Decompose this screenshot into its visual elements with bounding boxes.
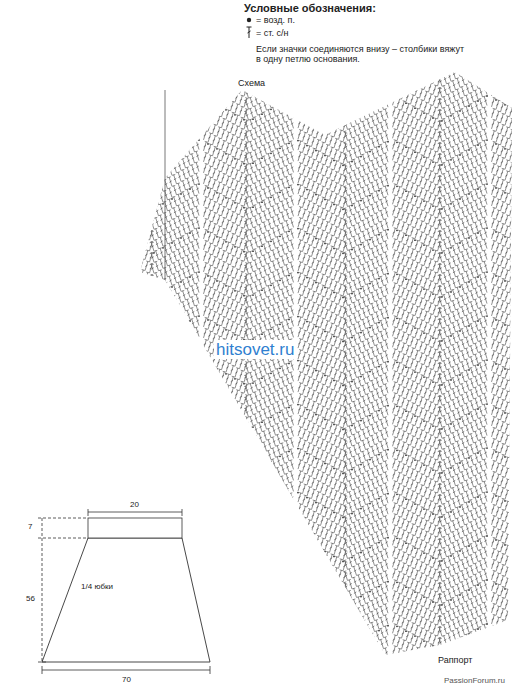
- dimension-tick: [182, 509, 183, 516]
- legend-text: = возд. п.: [256, 15, 295, 25]
- note: Если значки соединяются внизу – столбики…: [256, 44, 464, 64]
- dimension-tick: [210, 666, 211, 674]
- watermark: hitsovet.ru: [214, 340, 296, 360]
- legend-entry: = ст. с/н: [256, 28, 288, 38]
- waistband-outline: [88, 518, 182, 538]
- dimension-label: 7: [28, 522, 32, 531]
- legend-heading: Условные обозначения:: [244, 2, 376, 14]
- panel-shape: [42, 538, 210, 662]
- chain-symbol: [247, 18, 251, 22]
- dimension-tick: [42, 666, 43, 674]
- dimension-label: 56: [24, 594, 37, 603]
- dimension-line: [42, 518, 43, 662]
- repeat-label: Раппорт: [436, 655, 474, 665]
- dimension-label: 70: [120, 675, 133, 684]
- dimension-label: 7: [28, 522, 32, 531]
- panel-outline: [42, 538, 212, 664]
- panel-label: 1/4 юбки: [80, 582, 114, 591]
- dimension-label: 70: [120, 675, 133, 684]
- skirt-schematic: [38, 509, 210, 674]
- watermark: PassionForum.ru: [444, 676, 505, 685]
- repeat-label: Раппорт: [436, 655, 474, 665]
- dimension-label: 20: [128, 500, 141, 509]
- legend-text: = ст. с/н: [256, 28, 288, 38]
- dimension-label: 56: [24, 594, 37, 603]
- legend-entry: = возд. п.: [256, 15, 295, 25]
- chart-border: [165, 90, 166, 280]
- dimension-tick: [88, 509, 89, 516]
- dimension-tick: [38, 518, 88, 519]
- dimension-line: [42, 670, 210, 671]
- dimension-line: [88, 512, 182, 513]
- note: Если значки соединяются внизу – столбики…: [256, 44, 466, 65]
- chart-title: Схема: [238, 78, 265, 88]
- chain-symbols: [135, 0, 515, 690]
- stitch-symbol: [247, 27, 252, 38]
- watermark: PassionForum.ru: [444, 676, 505, 685]
- dimension-label: 20: [128, 500, 141, 509]
- legend-heading: Условные обозначения:: [244, 2, 376, 15]
- watermark: hitsovet.ru: [214, 340, 296, 359]
- chart-title: Схема: [238, 78, 265, 88]
- dimension-tick: [38, 538, 88, 539]
- skirt-panel: 1/4 юбки: [42, 538, 212, 664]
